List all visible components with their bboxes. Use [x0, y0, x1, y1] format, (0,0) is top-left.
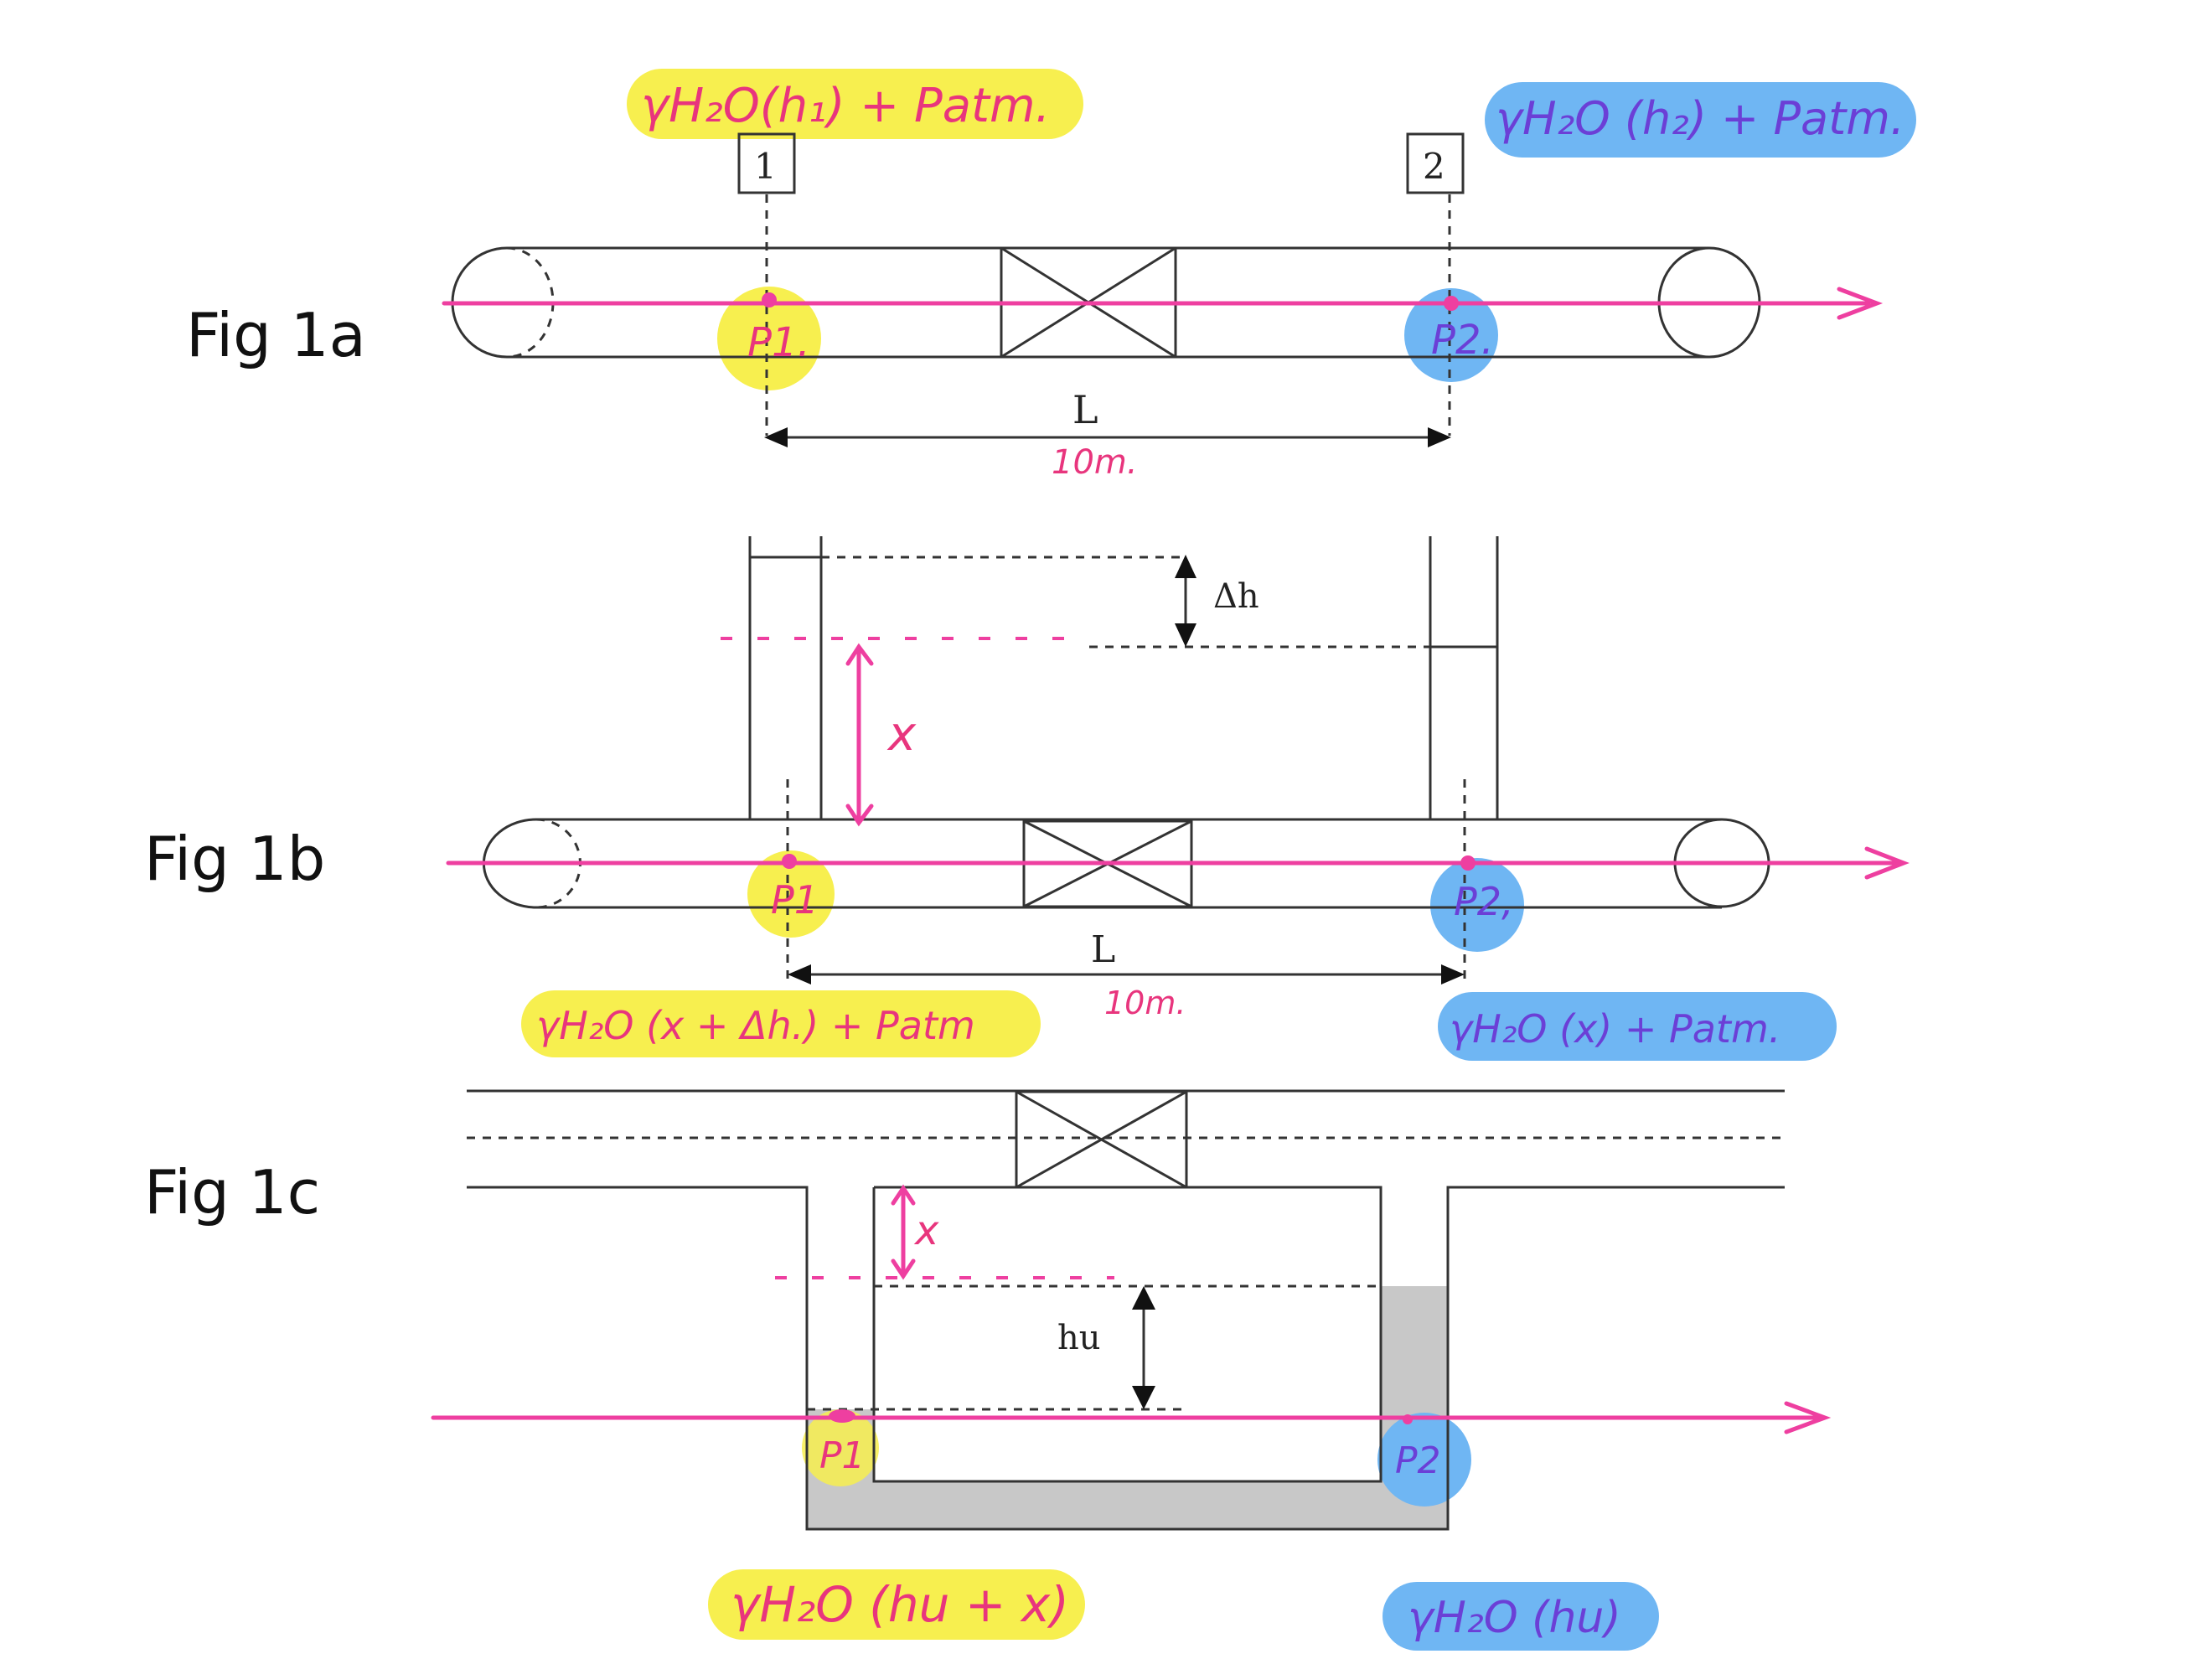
- x-label-1b: x: [886, 707, 917, 762]
- length-label-1b: L: [1091, 928, 1115, 971]
- figure-1c: Fig 1c hu x P1 P2 γH₂O (hu + x): [144, 1089, 1832, 1651]
- figure-1b: Fig 1b Δh L 10m.: [144, 536, 1910, 1061]
- tap-2-label: 2: [1423, 146, 1445, 187]
- head1-highlight: [627, 69, 1083, 139]
- tap-2-box: [1406, 132, 1465, 194]
- head2-text-1b: γH₂O (x) + Patm.: [1450, 1006, 1780, 1052]
- p1-highlight-1c: [802, 1409, 879, 1486]
- figure-1a: Fig 1a 1 2 L 10m. γH₂O(h₁) + Pat: [186, 69, 1916, 482]
- manometer-outer: [467, 1186, 1785, 1531]
- p2-label-1b: P2,: [1454, 879, 1514, 924]
- p2-highlight-1b: [1430, 858, 1524, 952]
- head2-highlight-1b: [1438, 992, 1837, 1061]
- head1-text-1a: γH₂O(h₁) + Patm.: [641, 79, 1050, 133]
- manometer-inner: [872, 1186, 1382, 1483]
- delta-h-label: Δh: [1213, 577, 1259, 616]
- head1-highlight-1b: [521, 990, 1041, 1057]
- length-note-1b: 10m.: [1104, 985, 1186, 1021]
- head2-text-1a: γH₂O (h₂) + Patm.: [1496, 92, 1904, 145]
- manometer-fluid: [807, 1286, 1448, 1529]
- head2-highlight: [1485, 82, 1916, 158]
- p1-highlight: [717, 287, 821, 390]
- head1-highlight-1c: [708, 1569, 1085, 1640]
- p1-label-1c: P1: [819, 1434, 866, 1477]
- tap-1-label: 1: [754, 146, 777, 187]
- piezometer-tubes: [748, 536, 1499, 819]
- fig-1a-label: Fig 1a: [186, 300, 366, 370]
- x-label-1c: x: [913, 1207, 939, 1254]
- fig-1c-label: Fig 1c: [144, 1157, 320, 1227]
- length-note-1a: 10m.: [1052, 443, 1138, 482]
- head2-text-1c: γH₂O (hu): [1408, 1593, 1621, 1643]
- head1-text-1c: γH₂O (hu + x): [731, 1576, 1069, 1633]
- p1-label-1b: P1: [771, 877, 819, 923]
- venturi-box-1c: [1015, 1090, 1188, 1189]
- head2-highlight-1c: [1382, 1582, 1659, 1651]
- p2-label-1a: P2.: [1431, 317, 1494, 364]
- p2-highlight: [1404, 288, 1498, 382]
- hu-label: hu: [1057, 1319, 1101, 1357]
- p1-highlight-1b: [747, 850, 835, 938]
- p1-label-1a: P1.: [747, 319, 810, 366]
- head1-text-1b: γH₂O (x + Δh.) + Patm: [536, 1003, 975, 1048]
- fig-1b-label: Fig 1b: [144, 824, 325, 894]
- length-label-1a: L: [1072, 387, 1098, 432]
- tap-1-box: [737, 132, 796, 194]
- p2-label-1c: P2: [1395, 1439, 1441, 1482]
